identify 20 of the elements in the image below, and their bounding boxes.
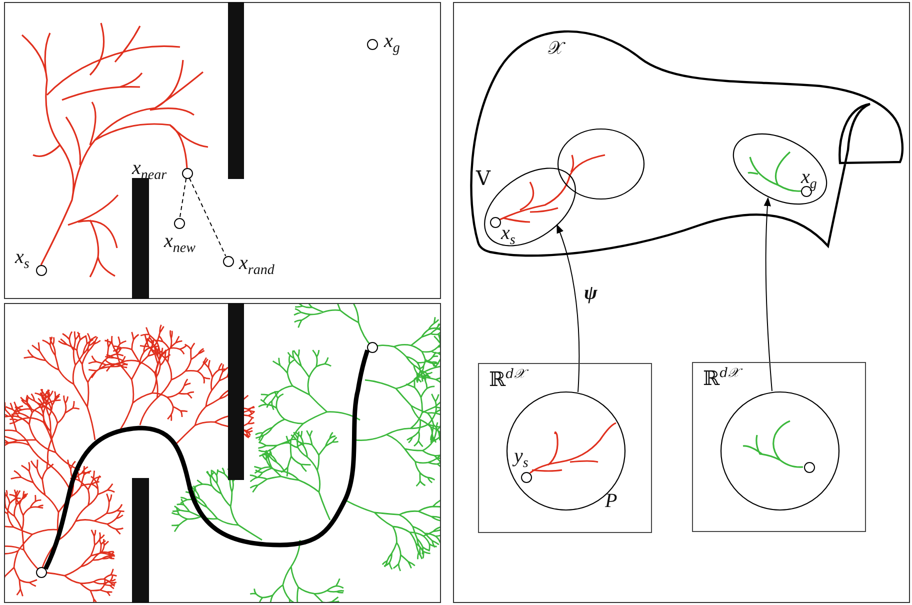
arrow (764, 197, 772, 392)
point-marker (366, 342, 378, 352)
space-frame (478, 363, 652, 533)
space-frame (692, 362, 866, 532)
math-label: y$_{s}$ (514, 446, 528, 466)
solution-path (44, 349, 370, 570)
math-label: x$_{new}$ (164, 231, 196, 251)
math-label: x$_{s}$ (15, 247, 30, 267)
dashed-connector (188, 177, 226, 257)
arrow (556, 224, 580, 392)
math-label: P (605, 491, 618, 511)
point-marker (36, 566, 46, 578)
math-label: x$_{rand}$ (239, 253, 274, 273)
math-label: x$_{near}$ (132, 158, 167, 178)
math-label: V (476, 168, 490, 188)
math-label: x$_{s}$ (501, 223, 516, 243)
math-label: 𝒳 (548, 40, 563, 58)
edge-label: ψ (584, 283, 598, 303)
point-marker (804, 462, 814, 472)
dashed-connector (179, 178, 187, 218)
